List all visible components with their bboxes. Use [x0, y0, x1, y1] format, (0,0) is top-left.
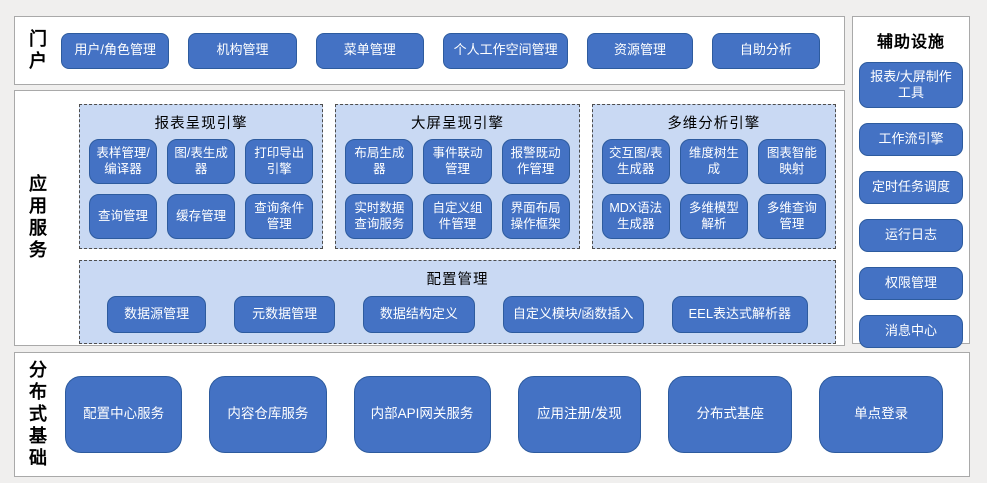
node-internal-api-gateway-service: 内部API网关服务: [353, 376, 491, 453]
auxiliary-section: 辅助设施 报表/大屏制作工具 工作流引擎 定时任务调度 运行日志 权限管理 消息…: [852, 16, 970, 348]
node-interactive-chart-generator: 交互图/表生成器: [601, 139, 670, 184]
node-cache-mgmt: 缓存管理: [167, 194, 236, 239]
node-permission-mgmt: 权限管理: [859, 267, 963, 300]
node-multidim-query-mgmt: 多维查询管理: [757, 194, 826, 239]
node-sheet-mgmt-compiler: 表样管理/编译器: [89, 139, 158, 184]
node-resource-mgmt: 资源管理: [587, 32, 693, 69]
engine-row: 报表呈现引擎 表样管理/编译器 图/表生成器 打印导出引擎 查询管理 缓存管理 …: [79, 104, 836, 249]
screen-engine-title: 大屏呈现引擎: [410, 116, 504, 132]
portal-section: 门户 用户/角色管理 机构管理 菜单管理 个人工作空间管理 资源管理 自助分析: [14, 16, 845, 85]
report-engine-modules: 表样管理/编译器 图/表生成器 打印导出引擎 查询管理 缓存管理 查询条件管理: [89, 139, 314, 239]
node-print-export-engine: 打印导出引擎: [245, 139, 314, 184]
node-distributed-base: 分布式基座: [668, 376, 793, 453]
node-message-center: 消息中心: [859, 315, 963, 348]
node-metadata-mgmt: 元数据管理: [234, 296, 336, 333]
olap-engine-modules: 交互图/表生成器 维度树生成 图表智能映射 MDX语法生成器 多维模型解析 多维…: [601, 139, 826, 239]
node-content-repo-service: 内容仓库服务: [209, 376, 327, 453]
report-engine-panel: 报表呈现引擎 表样管理/编译器 图/表生成器 打印导出引擎 查询管理 缓存管理 …: [79, 104, 324, 249]
app-services-label: 应用服务: [27, 174, 47, 262]
node-app-register-discovery: 应用注册/发现: [517, 376, 642, 453]
app-services-content: 报表呈现引擎 表样管理/编译器 图/表生成器 打印导出引擎 查询管理 缓存管理 …: [59, 91, 844, 345]
portal-label: 门户: [27, 28, 47, 73]
report-engine-title: 报表呈现引擎: [154, 116, 248, 132]
node-menu-mgmt: 菜单管理: [315, 32, 424, 69]
node-user-role-mgmt: 用户/角色管理: [61, 32, 170, 69]
node-personal-workspace-mgmt: 个人工作空间管理: [442, 32, 569, 69]
node-sso: 单点登录: [819, 376, 943, 453]
node-org-mgmt: 机构管理: [188, 32, 297, 69]
auxiliary-title: 辅助设施: [876, 34, 945, 51]
node-multidim-model-parsing: 多维模型解析: [679, 194, 748, 239]
node-event-linkage-mgmt: 事件联动管理: [423, 139, 492, 184]
node-config-center-service: 配置中心服务: [65, 376, 183, 453]
node-realtime-data-query-service: 实时数据查询服务: [345, 194, 414, 239]
node-report-screen-authoring-tool: 报表/大屏制作工具: [859, 62, 963, 108]
node-alarm-action-mgmt: 报警既动作管理: [501, 139, 570, 184]
node-layout-generator: 布局生成器: [345, 139, 414, 184]
config-mgmt-panel: 配置管理 数据源管理 元数据管理 数据结构定义 自定义模块/函数插入 EEL表达…: [79, 260, 836, 344]
olap-engine-panel: 多维分析引擎 交互图/表生成器 维度树生成 图表智能映射 MDX语法生成器 多维…: [591, 104, 836, 249]
auxiliary-node-list: 报表/大屏制作工具 工作流引擎 定时任务调度 运行日志 权限管理 消息中心: [853, 56, 969, 364]
node-self-service-analysis: 自助分析: [711, 32, 821, 69]
config-mgmt-modules: 数据源管理 元数据管理 数据结构定义 自定义模块/函数插入 EEL表达式解析器: [89, 295, 826, 334]
node-custom-component-mgmt: 自定义组件管理: [423, 194, 492, 239]
portal-node-row: 用户/角色管理 机构管理 菜单管理 个人工作空间管理 资源管理 自助分析: [59, 17, 844, 84]
node-query-mgmt: 查询管理: [89, 194, 158, 239]
screen-engine-panel: 大屏呈现引擎 布局生成器 事件联动管理 报警既动作管理 实时数据查询服务 自定义…: [335, 104, 580, 249]
distributed-foundation-label: 分布式基础: [27, 359, 47, 470]
config-mgmt-title: 配置管理: [426, 272, 489, 288]
olap-engine-title: 多维分析引擎: [667, 116, 761, 132]
distributed-foundation-section: 分布式基础 配置中心服务 内容仓库服务 内部API网关服务 应用注册/发现 分布…: [14, 352, 970, 477]
node-ui-layout-framework: 界面布局操作框架: [501, 194, 570, 239]
node-chart-smart-mapping: 图表智能映射: [757, 139, 826, 184]
node-scheduled-task-scheduler: 定时任务调度: [859, 171, 963, 204]
node-dimension-tree-generation: 维度树生成: [679, 139, 748, 184]
node-workflow-engine: 工作流引擎: [859, 123, 963, 156]
node-query-condition-mgmt: 查询条件管理: [245, 194, 314, 239]
node-datasource-mgmt: 数据源管理: [107, 296, 207, 333]
node-eel-expression-parser: EEL表达式解析器: [671, 296, 808, 333]
screen-engine-modules: 布局生成器 事件联动管理 报警既动作管理 实时数据查询服务 自定义组件管理 界面…: [345, 139, 570, 239]
node-chart-table-generator: 图/表生成器: [167, 139, 236, 184]
node-run-log: 运行日志: [859, 219, 963, 252]
distributed-node-row: 配置中心服务 内容仓库服务 内部API网关服务 应用注册/发现 分布式基座 单点…: [59, 353, 969, 476]
node-mdx-syntax-generator: MDX语法生成器: [601, 194, 670, 239]
node-data-structure-definition: 数据结构定义: [363, 296, 475, 333]
node-custom-module-function-insert: 自定义模块/函数插入: [502, 296, 644, 333]
app-services-section: 应用服务 报表呈现引擎 表样管理/编译器 图/表生成器 打印导出引擎 查询管理 …: [14, 90, 845, 346]
